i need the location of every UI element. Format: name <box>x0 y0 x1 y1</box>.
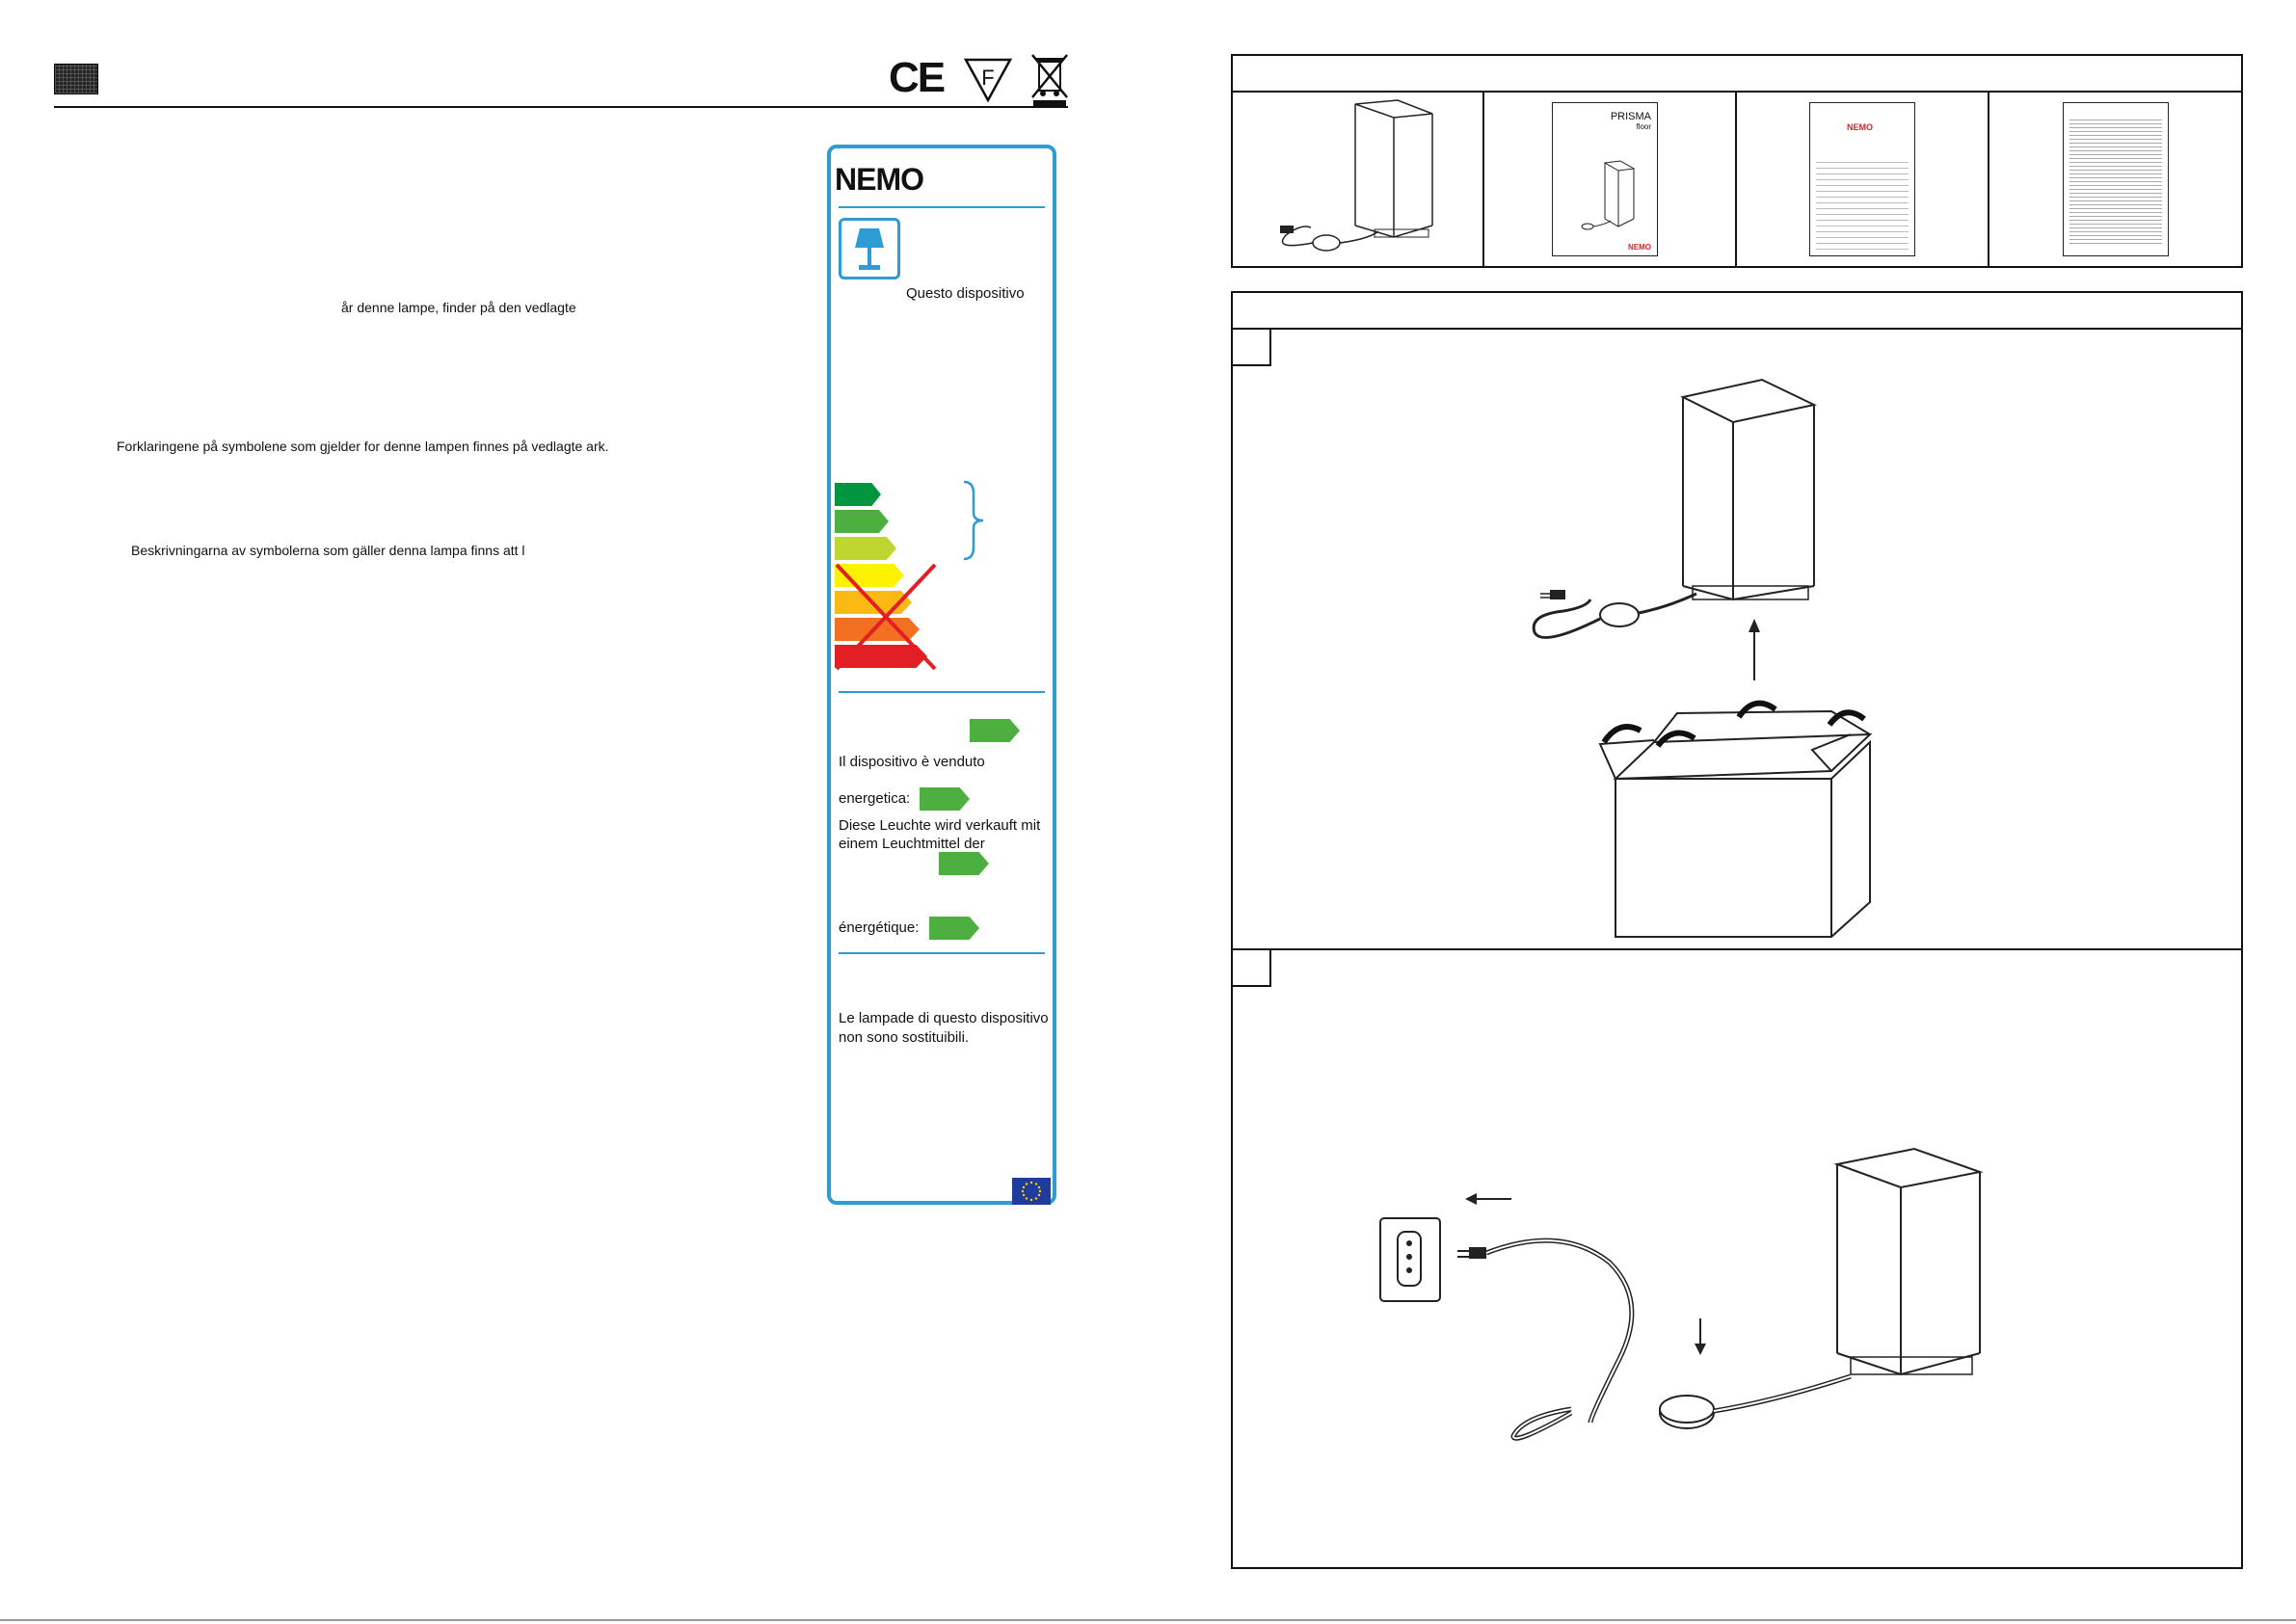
device-text: Questo dispositivo <box>906 285 1025 302</box>
sheet-thumbnail: NEMO <box>1809 102 1915 256</box>
svg-text:F: F <box>981 66 994 90</box>
contents-header <box>1231 54 2243 93</box>
step-divider <box>1231 948 2243 950</box>
energy-bar-c <box>835 537 896 560</box>
brace-icon <box>963 480 984 561</box>
divider <box>1482 91 1484 268</box>
sheet-brand: NEMO <box>1847 122 1873 132</box>
class-tag <box>939 852 989 875</box>
header-rule <box>54 106 1068 108</box>
divider <box>1735 91 1737 268</box>
document-thumbnail <box>2063 102 2169 256</box>
energetica-label: energetica: <box>839 790 911 807</box>
leaflet-title: PRISMA <box>1610 111 1651 122</box>
f-triangle-icon: F <box>964 58 1012 102</box>
leaflet-thumbnail: PRISMA floor NEMO <box>1552 102 1658 256</box>
eu-flag-icon <box>1012 1178 1051 1205</box>
ce-mark-icon: CE <box>889 54 946 101</box>
swedish-text: Beskrivningarna av symbolerna som gäller… <box>131 543 525 558</box>
step-1-unboxing-illustration <box>1532 378 1873 938</box>
german-line-1: Diese Leuchte wird verkauft mit <box>839 817 1041 834</box>
energy-label: NEMO Questo dispositivo Il dispositivo è… <box>827 145 1056 1205</box>
sold-text: Il dispositivo è venduto <box>839 754 985 770</box>
steps-header <box>1231 291 2243 330</box>
grid-logo-icon <box>54 64 98 94</box>
bottom-rule <box>0 1619 2296 1621</box>
leaflet-brand: NEMO <box>1628 243 1651 252</box>
class-tag <box>970 719 1020 742</box>
lamp-thumbnail <box>1280 99 1433 252</box>
step-1-number-box <box>1231 328 1271 366</box>
leaflet-subtitle: floor <box>1636 122 1651 131</box>
weee-bin-icon <box>1031 54 1068 106</box>
lamp-icon <box>1581 160 1636 230</box>
class-tag <box>920 787 970 811</box>
divider <box>839 206 1045 208</box>
replace-line-2: non sono sostituibili. <box>839 1029 970 1046</box>
energy-bar-a <box>835 483 881 506</box>
step-2-plug-in-illustration <box>1379 1147 1984 1441</box>
brand-logo: NEMO <box>835 162 924 197</box>
danish-text: år denne lampe, finder på den vedlagte <box>341 300 576 315</box>
energy-bar-b <box>835 510 889 533</box>
document-body <box>2069 117 2162 244</box>
divider <box>1988 91 1989 268</box>
cross-out-icon <box>835 563 937 671</box>
divider <box>839 952 1045 954</box>
energetique-label: énergétique: <box>839 919 920 936</box>
replace-line-1: Le lampade di questo dispositivo <box>839 1010 1049 1026</box>
german-line-2: einem Leuchtmittel der <box>839 836 985 852</box>
class-tag <box>929 917 979 940</box>
contents-panel <box>1231 91 2243 268</box>
sheet-body <box>1816 161 1909 250</box>
step-2-number-box <box>1231 948 1271 987</box>
lamp-icon <box>839 218 900 280</box>
norwegian-text: Forklaringene på symbolene som gjelder f… <box>117 439 609 454</box>
divider <box>839 691 1045 693</box>
